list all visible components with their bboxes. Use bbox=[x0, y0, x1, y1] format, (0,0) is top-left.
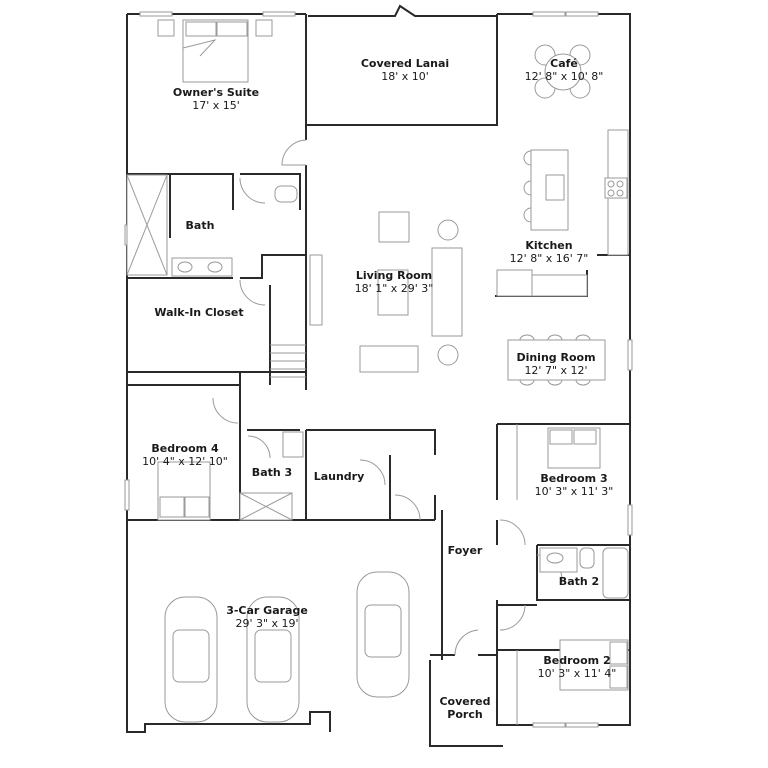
room-bath-3: Bath 3 bbox=[251, 466, 293, 479]
room-foyer: Foyer bbox=[447, 544, 483, 557]
stairs bbox=[270, 344, 306, 378]
garage-cars bbox=[164, 571, 410, 723]
owners-bed bbox=[157, 19, 273, 83]
windows bbox=[124, 11, 633, 728]
owners-bath-fixtures bbox=[126, 174, 323, 326]
room-laundry: Laundry bbox=[313, 470, 365, 483]
room-bath-2: Bath 2 bbox=[558, 575, 600, 588]
room-bath: Bath bbox=[185, 219, 215, 232]
living-furniture bbox=[359, 211, 463, 373]
room-covered-porch: Covered Porch bbox=[439, 695, 491, 721]
kitchen-fixtures bbox=[496, 129, 629, 297]
east-wing-fixtures bbox=[516, 424, 629, 725]
secondary-fixtures bbox=[157, 431, 304, 521]
dining-table bbox=[507, 334, 606, 386]
room-walk-in-closet: Walk-In Closet bbox=[154, 306, 244, 319]
cafe-table bbox=[534, 44, 591, 99]
